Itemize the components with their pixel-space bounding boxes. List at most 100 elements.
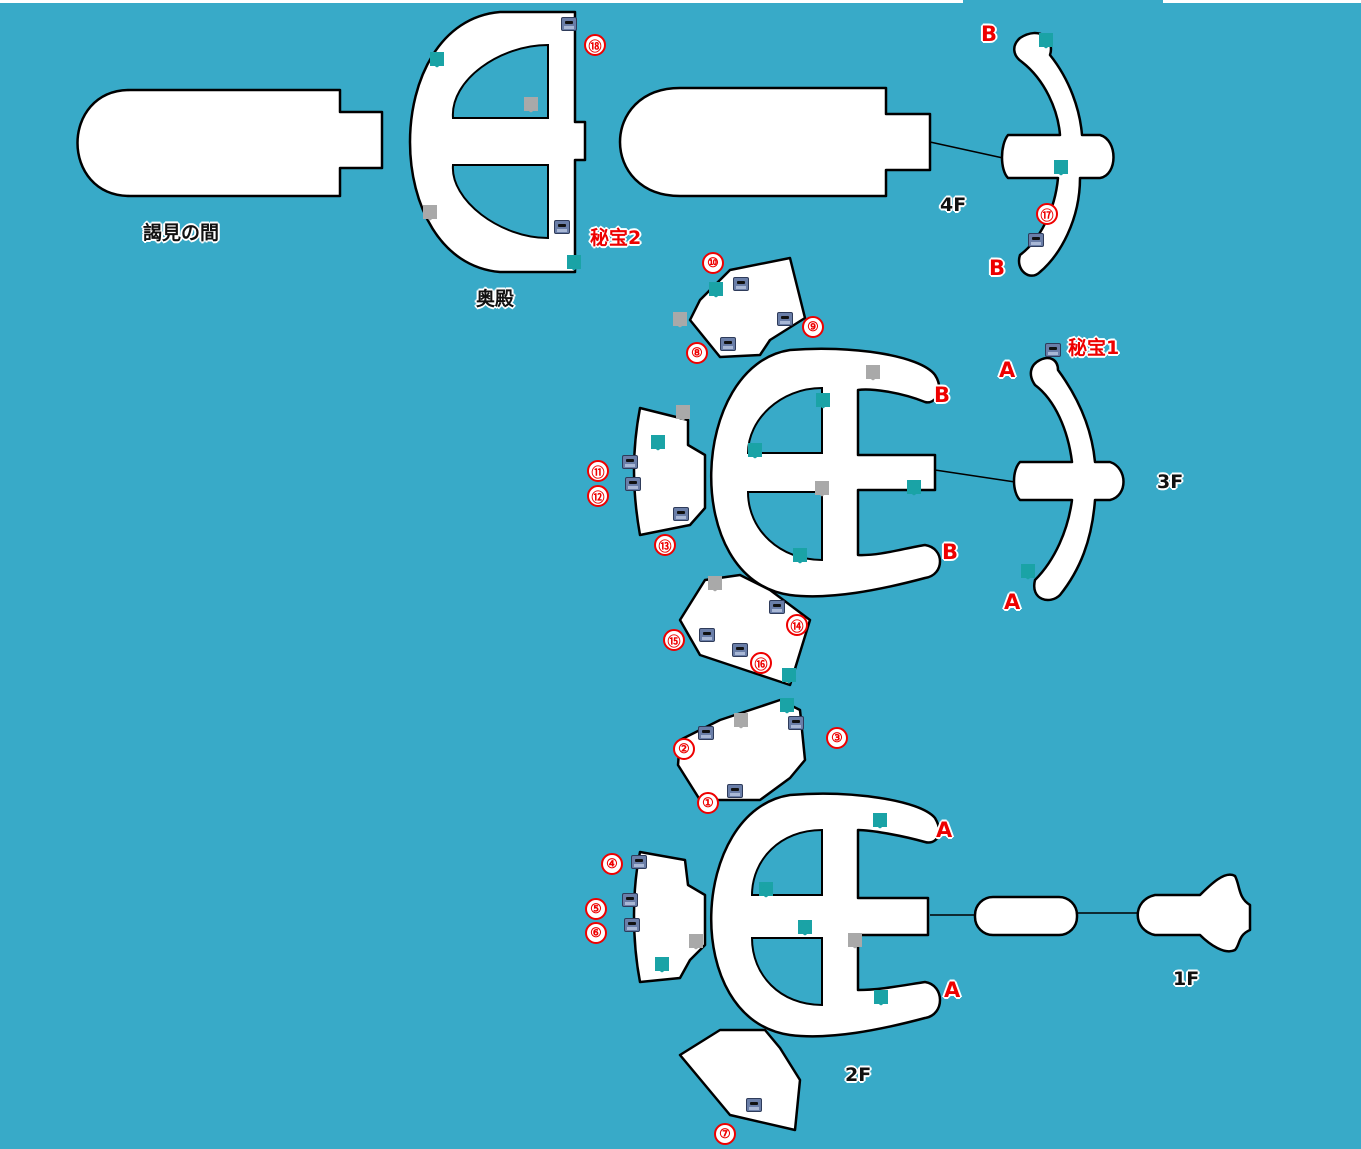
teal-pot-icon: [793, 548, 807, 562]
chest-number-7: ⑦: [714, 1123, 736, 1145]
teal-pot-icon: [709, 282, 723, 296]
room-3f-arc: [1012, 356, 1125, 602]
teal-pot-icon: [816, 393, 830, 407]
warp-label-b-3f-bottom: B: [942, 540, 959, 564]
teal-pot-icon: [759, 882, 773, 896]
grey-pot-icon: [734, 713, 748, 727]
treasure-chest-icon: [624, 918, 640, 932]
treasure-chest-icon: [622, 893, 638, 907]
grey-pot-icon: [423, 205, 437, 219]
treasure-chest-icon: [720, 337, 736, 351]
floor-label-4f: 4F: [940, 194, 967, 216]
chest-number-13: ⑬: [654, 534, 676, 556]
chest-number-4: ④: [601, 853, 623, 875]
treasure-chest-icon: [1028, 233, 1044, 247]
teal-pot-icon: [1021, 564, 1035, 578]
teal-pot-icon: [873, 813, 887, 827]
treasure-chest-icon: [673, 507, 689, 521]
connector-3f: [934, 469, 1016, 483]
chest-number-14: ⑭: [786, 614, 808, 636]
warp-label-a-2f-top: A: [936, 818, 953, 842]
chest-number-15: ⑮: [663, 629, 685, 651]
label-audience-chamber: 謁見の間: [143, 222, 220, 244]
warp-label-b-4f-bottom: B: [989, 256, 1006, 280]
hole-inner-sanctum-bottom: [451, 164, 549, 240]
room-1f-entrance: [1136, 873, 1252, 953]
connector-4f: [929, 141, 1004, 159]
treasure-chest-icon: [631, 855, 647, 869]
treasure-chest-icon: [732, 643, 748, 657]
label-inner-sanctum: 奥殿: [476, 288, 515, 310]
chest-number-10: ⑩: [702, 252, 724, 274]
chest-number-3: ③: [826, 727, 848, 749]
hole-2f-bottom: [750, 937, 823, 1007]
floor-label-3f: 3F: [1157, 471, 1184, 493]
grey-pot-icon: [676, 405, 690, 419]
warp-label-b-3f-top: B: [934, 383, 951, 407]
warp-label-b-4f-top: B: [981, 22, 998, 46]
treasure-chest-icon: [699, 628, 715, 642]
grey-pot-icon: [673, 312, 687, 326]
treasure-chest-icon: [746, 1098, 762, 1112]
room-1f-hall: [973, 895, 1079, 937]
room-4f-arc: [1000, 31, 1115, 277]
room-3f-west: [632, 406, 707, 537]
chest-number-17: ⑰: [1036, 203, 1058, 225]
teal-pot-icon: [567, 255, 581, 269]
chest-number-18: ⑱: [584, 34, 606, 56]
treasure-chest-icon: [777, 312, 793, 326]
teal-pot-icon: [780, 698, 794, 712]
label-secret-1: 秘宝1: [1068, 337, 1120, 359]
treasure-chest-icon: [769, 600, 785, 614]
chest-number-2: ②: [673, 738, 695, 760]
treasure-chest-icon: [727, 784, 743, 798]
room-2f-west: [632, 850, 707, 984]
label-secret-2: 秘宝2: [590, 227, 642, 249]
teal-pot-icon: [430, 52, 444, 66]
top-border-right: [1163, 0, 1361, 3]
chest-number-11: ⑪: [587, 460, 609, 482]
grey-pot-icon: [689, 934, 703, 948]
chest-number-9: ⑨: [802, 316, 824, 338]
hole-2f-top: [750, 828, 823, 896]
grey-pot-icon: [524, 97, 538, 111]
hole-3f-bottom: [746, 491, 823, 562]
treasure-chest-icon: [698, 726, 714, 740]
chest-number-1: ①: [697, 792, 719, 814]
teal-pot-icon: [651, 435, 665, 449]
room-2f-ring: [710, 792, 942, 1038]
warp-label-a-3f-top: A: [999, 358, 1016, 382]
treasure-chest-icon: [788, 716, 804, 730]
treasure-chest-icon: [733, 277, 749, 291]
floor-label-2f: 2F: [845, 1064, 872, 1086]
teal-pot-icon: [798, 920, 812, 934]
chest-number-5: ⑤: [585, 898, 607, 920]
room-audience-chamber: [76, 88, 384, 198]
chest-number-12: ⑫: [587, 485, 609, 507]
chest-number-8: ⑧: [686, 342, 708, 364]
room-4f-hall: [618, 86, 932, 198]
teal-pot-icon: [782, 668, 796, 682]
treasure-chest-icon: [1045, 343, 1061, 357]
treasure-chest-icon: [625, 477, 641, 491]
grey-pot-icon: [708, 576, 722, 590]
floor-label-1f: 1F: [1173, 968, 1200, 990]
room-3f-ring: [710, 347, 942, 598]
treasure-chest-icon: [554, 220, 570, 234]
warp-label-a-2f-bottom: A: [944, 978, 961, 1002]
teal-pot-icon: [748, 443, 762, 457]
grey-pot-icon: [815, 481, 829, 495]
treasure-chest-icon: [622, 455, 638, 469]
warp-label-a-3f-bottom: A: [1004, 590, 1021, 614]
top-border-left: [0, 0, 963, 3]
chest-number-6: ⑥: [585, 922, 607, 944]
treasure-chest-icon: [561, 17, 577, 31]
teal-pot-icon: [907, 480, 921, 494]
teal-pot-icon: [655, 957, 669, 971]
teal-pot-icon: [1039, 33, 1053, 47]
teal-pot-icon: [874, 990, 888, 1004]
room-2f-north: [676, 698, 807, 802]
grey-pot-icon: [866, 365, 880, 379]
room-2f-south: [678, 1028, 802, 1132]
